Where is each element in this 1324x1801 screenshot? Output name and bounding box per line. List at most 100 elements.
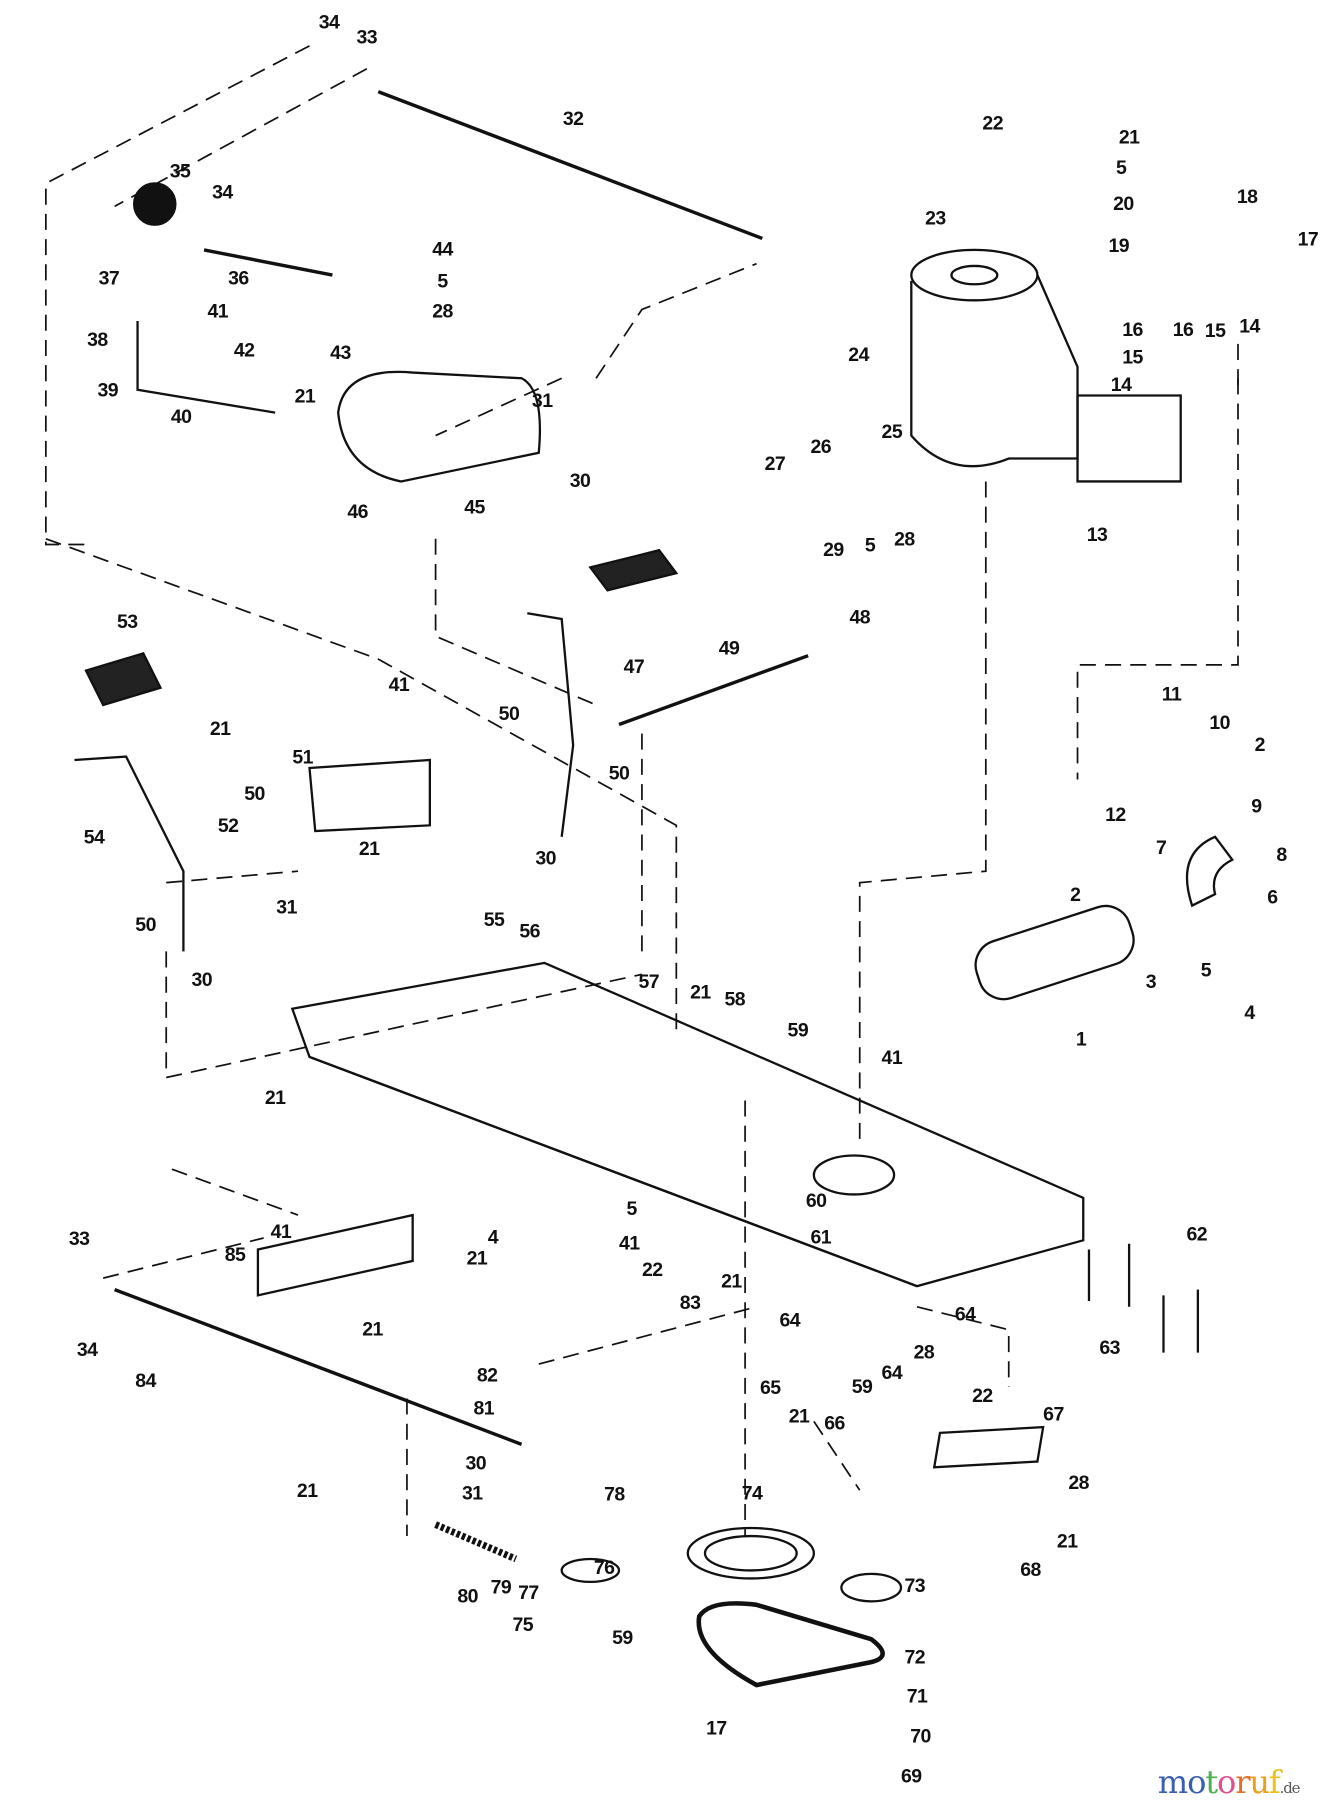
part-number-label: 68 [1020, 1558, 1041, 1581]
leader-dashed-lines [44, 45, 1239, 1537]
part-number-label: 59 [851, 1375, 873, 1398]
part-number-label: 21 [294, 385, 316, 407]
part-number-label: 28 [894, 528, 915, 551]
watermark-letter: o [1217, 1763, 1236, 1801]
part-number-label: 34 [318, 11, 340, 34]
part-number-label: 25 [881, 420, 903, 443]
part-number-label: 46 [347, 500, 368, 523]
watermark-letter: o [1187, 1763, 1206, 1801]
part-number-label: 67 [1043, 1403, 1064, 1425]
part-number-label: 30 [465, 1452, 486, 1475]
part-number-label: 28 [1068, 1471, 1089, 1494]
part-number-label: 77 [518, 1581, 539, 1604]
part-number-label: 55 [483, 909, 505, 931]
part-number-label: 54 [83, 826, 105, 849]
transaxle [337, 370, 542, 483]
part-number-label: 59 [787, 1019, 809, 1041]
part-number-label: 9 [1251, 795, 1262, 818]
part-number-label: 66 [824, 1412, 845, 1435]
part-number-label: 85 [224, 1243, 246, 1266]
watermark-letter: f [1268, 1763, 1281, 1801]
part-number-label: 21 [362, 1318, 383, 1341]
part-number-label: 64 [881, 1361, 903, 1384]
part-number-label: 44 [432, 238, 453, 261]
part-number-label: 14 [1110, 373, 1132, 396]
part-number-label: 40 [170, 405, 192, 428]
part-number-label: 33 [356, 26, 378, 49]
part-number-label: 47 [623, 655, 645, 678]
part-number-label: 21 [209, 717, 231, 740]
part-number-label: 61 [810, 1226, 832, 1249]
part-number-label: 30 [569, 469, 591, 492]
part-number-label: 2 [1070, 883, 1081, 906]
part-number-label: 41 [388, 674, 410, 696]
part-number-label: 5 [1200, 959, 1212, 982]
part-number-label: 35 [169, 160, 191, 183]
part-number-label: 16 [1122, 318, 1143, 341]
part-number-label: 11 [1161, 683, 1182, 705]
watermark-letter: r [1235, 1763, 1250, 1801]
part-number-label: 20 [1113, 192, 1134, 215]
part-number-label: 49 [718, 637, 740, 660]
part-number-label: 76 [593, 1556, 615, 1579]
part-number-label: 22 [641, 1258, 663, 1281]
part-number-label: 13 [1086, 523, 1108, 546]
part-number-label: 5 [437, 270, 448, 293]
part-number-label: 41 [881, 1046, 903, 1069]
part-number-label: 32 [562, 107, 584, 130]
part-number-label: 38 [87, 328, 108, 351]
part-number-label: 39 [97, 379, 119, 402]
part-number-label: 64 [779, 1309, 801, 1331]
part-number-label: 4 [1244, 1001, 1255, 1024]
part-number-label: 31 [462, 1482, 483, 1504]
part-number-label: 60 [805, 1189, 827, 1212]
chassis-plate [290, 961, 1085, 1288]
part-number-label: 52 [217, 815, 239, 837]
muffler-exhaust [974, 835, 1235, 1001]
part-number-label: 83 [679, 1291, 701, 1314]
part-number-label: 72 [904, 1646, 926, 1668]
part-number-label: 21 [264, 1086, 286, 1109]
part-number-label: 4 [487, 1226, 499, 1249]
part-number-label: 15 [1122, 346, 1143, 368]
part-number-label: 21 [721, 1270, 742, 1292]
part-number-label: 56 [519, 920, 540, 943]
part-number-label: 1 [1075, 1028, 1087, 1051]
watermark-letter: u [1249, 1763, 1270, 1801]
part-number-label: 17 [1297, 228, 1319, 250]
part-number-label: 53 [116, 610, 138, 633]
part-number-label: 28 [913, 1341, 935, 1363]
part-number-label: 12 [1105, 803, 1126, 826]
part-number-label: 22 [982, 112, 1003, 135]
part-number-label: 21 [1118, 126, 1140, 148]
part-number-label: 71 [906, 1685, 928, 1707]
part-number-label: 6 [1267, 886, 1278, 908]
part-number-label: 50 [244, 782, 265, 805]
part-number-label: 19 [1108, 234, 1130, 257]
part-number-label: 50 [135, 913, 156, 936]
part-number-label: 5 [626, 1197, 637, 1220]
watermark-letter: m [1157, 1763, 1188, 1801]
rods [114, 90, 809, 1446]
part-number-label: 41 [270, 1220, 292, 1243]
part-number-label: 21 [358, 837, 380, 860]
part-number-label: 50 [608, 762, 630, 785]
part-number-label: 59 [612, 1626, 633, 1649]
engine [910, 248, 1182, 483]
part-number-label: 22 [972, 1384, 993, 1407]
part-number-label: 63 [1099, 1336, 1120, 1359]
part-number-label: 15 [1204, 319, 1226, 342]
part-number-label: 41 [207, 300, 229, 323]
part-number-label: 64 [954, 1303, 976, 1326]
part-number-label: 81 [473, 1397, 495, 1420]
part-number-label: 33 [68, 1227, 90, 1250]
part-number-label: 48 [849, 606, 870, 629]
part-number-label: 21 [690, 981, 711, 1004]
part-number-label: 5 [864, 534, 876, 556]
watermark-letter: t [1205, 1763, 1218, 1801]
part-number-label: 74 [741, 1482, 763, 1504]
part-number-label: 58 [724, 988, 746, 1010]
watermark-suffix: .de [1279, 1780, 1301, 1798]
part-number-label: 7 [1156, 836, 1167, 859]
